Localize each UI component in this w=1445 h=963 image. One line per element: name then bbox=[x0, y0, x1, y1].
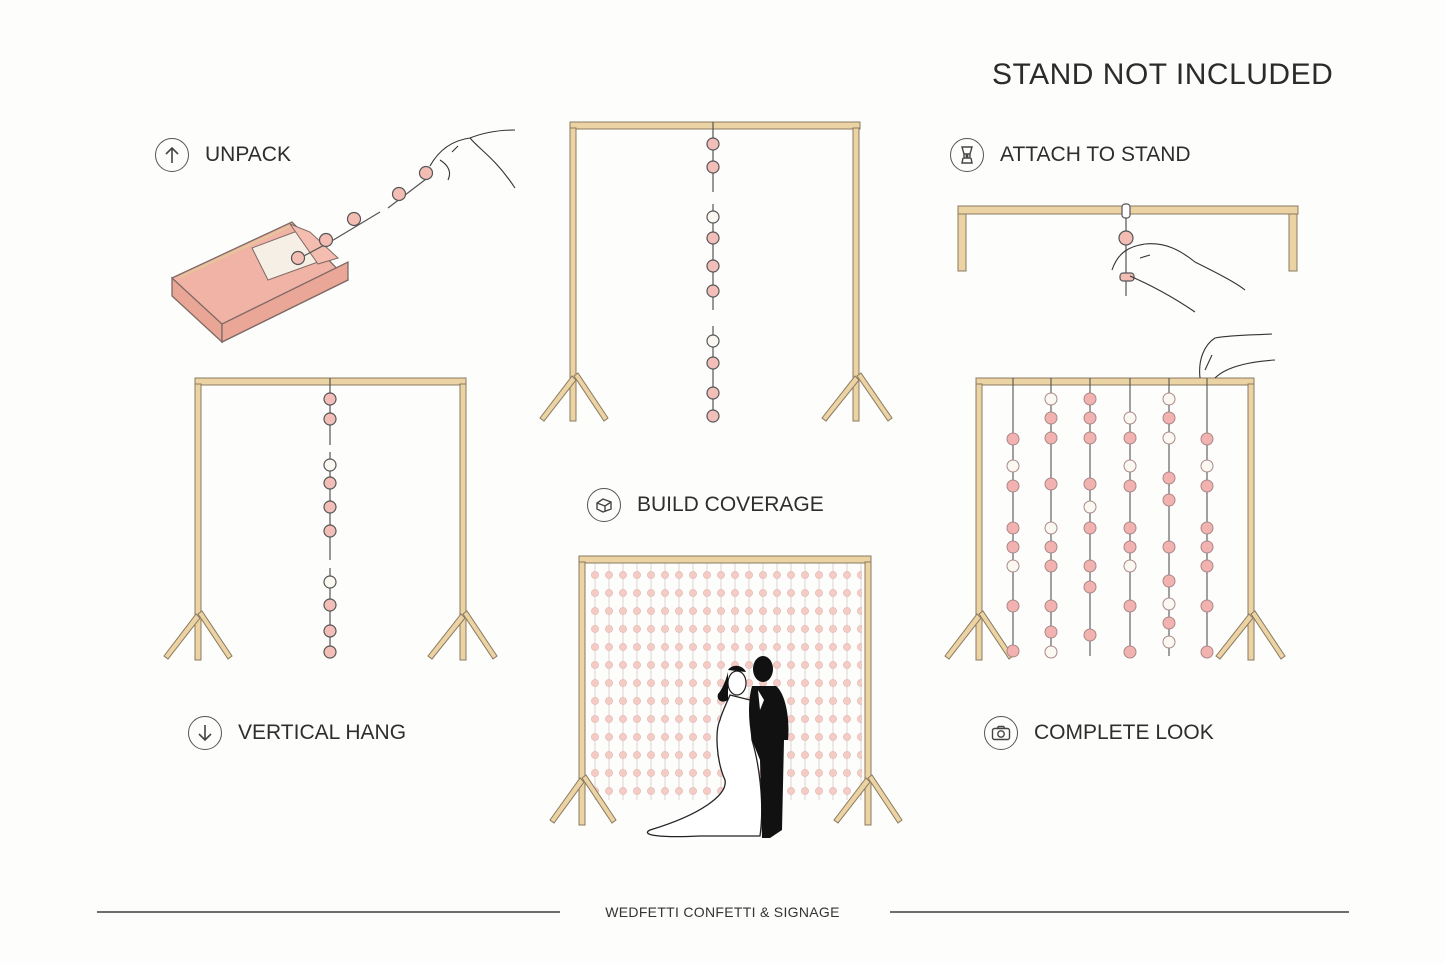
step-complete-label: COMPLETE LOOK bbox=[1034, 721, 1214, 744]
step-build-coverage: BUILD COVERAGE bbox=[587, 488, 824, 522]
arrow-up-icon bbox=[155, 138, 189, 172]
step-vertical-hang: VERTICAL HANG bbox=[188, 716, 406, 750]
attach-hand bbox=[1111, 243, 1246, 313]
step-attach-to-stand: ATTACH TO STAND bbox=[950, 138, 1191, 172]
camera-icon bbox=[984, 716, 1018, 750]
arrow-down-icon bbox=[188, 716, 222, 750]
confetti-curtain bbox=[586, 560, 862, 800]
step-unpack-label: UNPACK bbox=[205, 143, 291, 166]
unpack-hand bbox=[429, 129, 516, 189]
footer-brand: WEDFETTI CONFETTI & SIGNAGE bbox=[605, 904, 840, 920]
groom-silhouette bbox=[749, 656, 789, 838]
step-attach-label: ATTACH TO STAND bbox=[1000, 143, 1191, 166]
clip-hook-icon bbox=[950, 138, 984, 172]
unpack-bead-strand bbox=[290, 165, 434, 266]
stand-not-included-headline: STAND NOT INCLUDED bbox=[992, 58, 1334, 91]
center-top-strand bbox=[706, 122, 720, 423]
box-icon bbox=[587, 488, 621, 522]
bride-silhouette bbox=[647, 665, 763, 838]
vertical-hang-strand bbox=[323, 378, 337, 659]
garland-box bbox=[170, 221, 350, 344]
step-complete-look: COMPLETE LOOK bbox=[984, 716, 1214, 750]
step-build-label: BUILD COVERAGE bbox=[637, 493, 824, 516]
step-unpack: UNPACK bbox=[155, 138, 291, 172]
complete-hand bbox=[1199, 333, 1276, 379]
step-vertical-label: VERTICAL HANG bbox=[238, 721, 407, 744]
footer-divider-right bbox=[890, 911, 1349, 913]
footer-divider-left bbox=[97, 911, 560, 913]
